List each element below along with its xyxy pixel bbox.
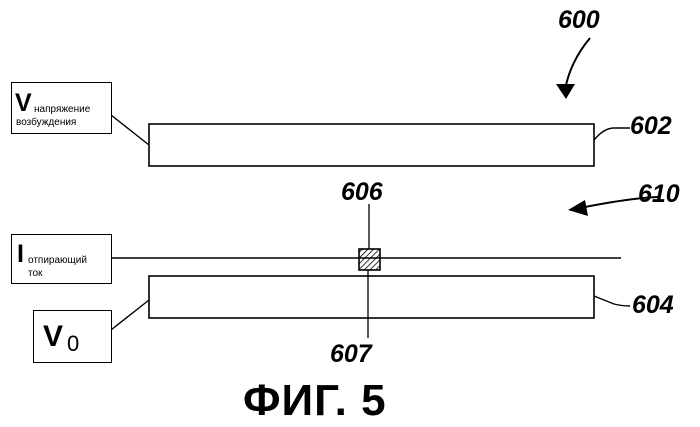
gate-current-text-2: ток [28, 268, 42, 279]
electrode-602 [149, 124, 594, 166]
gate-current-box: I отпирающий ток [11, 234, 112, 284]
element-606 [359, 249, 380, 270]
ref-607: 607 [330, 340, 372, 369]
arrow-610-head [568, 200, 588, 216]
figure-caption: ФИГ. 5 [243, 376, 387, 426]
excitation-voltage-text-1: напряжение [34, 104, 90, 115]
excitation-connector [111, 115, 149, 145]
v0-symbol: V [43, 320, 63, 354]
ref-610: 610 [638, 180, 680, 209]
gate-current-symbol: I [17, 240, 24, 269]
excitation-voltage-box: V напряжение возбуждения [11, 82, 112, 134]
ref-602: 602 [630, 112, 672, 141]
ref-606: 606 [341, 178, 383, 207]
electrode-604 [149, 276, 594, 318]
v0-connector [111, 300, 149, 330]
gate-current-text-1: отпирающий [28, 255, 87, 266]
leader-602 [594, 128, 630, 140]
excitation-voltage-text-2: возбуждения [16, 117, 76, 128]
arrow-600 [565, 38, 590, 90]
ref-604: 604 [632, 291, 674, 320]
ref-600: 600 [558, 6, 600, 35]
v0-box: V 0 [33, 310, 112, 363]
excitation-voltage-symbol: V [15, 89, 32, 118]
leader-604 [594, 296, 630, 306]
v0-subscript: 0 [67, 331, 79, 357]
arrow-600-head [556, 84, 575, 99]
